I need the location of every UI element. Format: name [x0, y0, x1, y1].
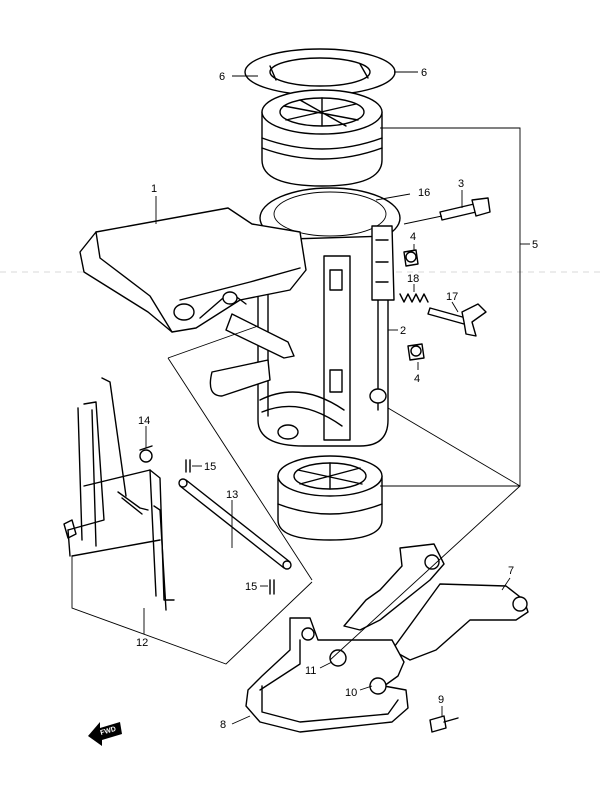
part-2-housing — [257, 187, 401, 447]
callout-labels: 6 6 1 16 3 4 5 18 17 2 4 14 15 13 15 7 1… — [136, 67, 538, 731]
part-4-fitting-upper — [403, 249, 419, 267]
callout-6-right: 6 — [421, 67, 427, 79]
leader-lines — [143, 71, 530, 725]
lower-rubber-mount — [277, 455, 383, 541]
callout-4-upper: 4 — [410, 231, 416, 243]
callout-12: 12 — [136, 637, 148, 649]
part-15-pin-upper — [185, 459, 191, 473]
part-14-clip — [139, 445, 153, 463]
part-11-collar — [329, 649, 347, 667]
part-4-fitting-lower — [407, 343, 425, 361]
part-15-pin-lower — [269, 579, 275, 595]
part-13-rod — [178, 478, 292, 570]
callout-15-upper: 15 — [204, 461, 216, 473]
callout-14: 14 — [138, 415, 150, 427]
callout-17: 17 — [446, 291, 458, 303]
forward-arrow-label: FWD — [100, 726, 117, 737]
part-6-grommet — [244, 48, 396, 96]
callout-1: 1 — [151, 183, 157, 195]
callout-6-left: 6 — [219, 71, 225, 83]
callout-3: 3 — [458, 178, 464, 190]
callout-18: 18 — [407, 273, 419, 285]
callout-9: 9 — [438, 694, 444, 706]
part-7-clamp-bracket — [343, 543, 529, 661]
callout-7: 7 — [508, 565, 514, 577]
part-9-bolt — [429, 715, 459, 733]
part-10-collar — [369, 677, 387, 695]
callout-10: 10 — [345, 687, 357, 699]
part-8-u-bracket — [245, 617, 409, 733]
part-1-handle — [79, 207, 307, 397]
forward-direction-arrow-icon: FWD — [88, 722, 122, 746]
callout-2: 2 — [400, 325, 406, 337]
callout-4-lower: 4 — [414, 373, 420, 385]
callout-15-lower: 15 — [245, 581, 257, 593]
part-3-bolt — [439, 197, 491, 221]
part-17-wing-screw — [427, 303, 487, 337]
callout-5: 5 — [532, 239, 538, 251]
callout-13: 13 — [226, 489, 238, 501]
callout-16: 16 — [418, 187, 430, 199]
callout-8: 8 — [220, 719, 226, 731]
part-12-bracket — [63, 377, 175, 611]
callout-11: 11 — [305, 665, 316, 677]
part-18-spring — [399, 293, 429, 303]
upper-rubber-mount — [261, 89, 383, 187]
reference-lines — [71, 127, 521, 665]
